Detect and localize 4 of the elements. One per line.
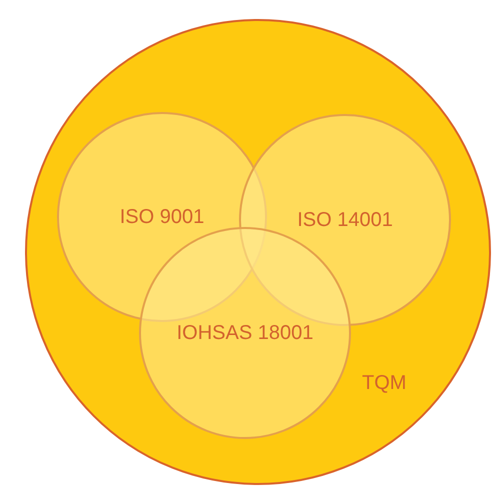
circle-label: TQM: [362, 371, 406, 396]
circle-label: ISO 14001: [297, 208, 393, 233]
circle-label: ISO 9001: [120, 205, 204, 230]
circle-label: IOHSAS 18001: [176, 321, 314, 346]
